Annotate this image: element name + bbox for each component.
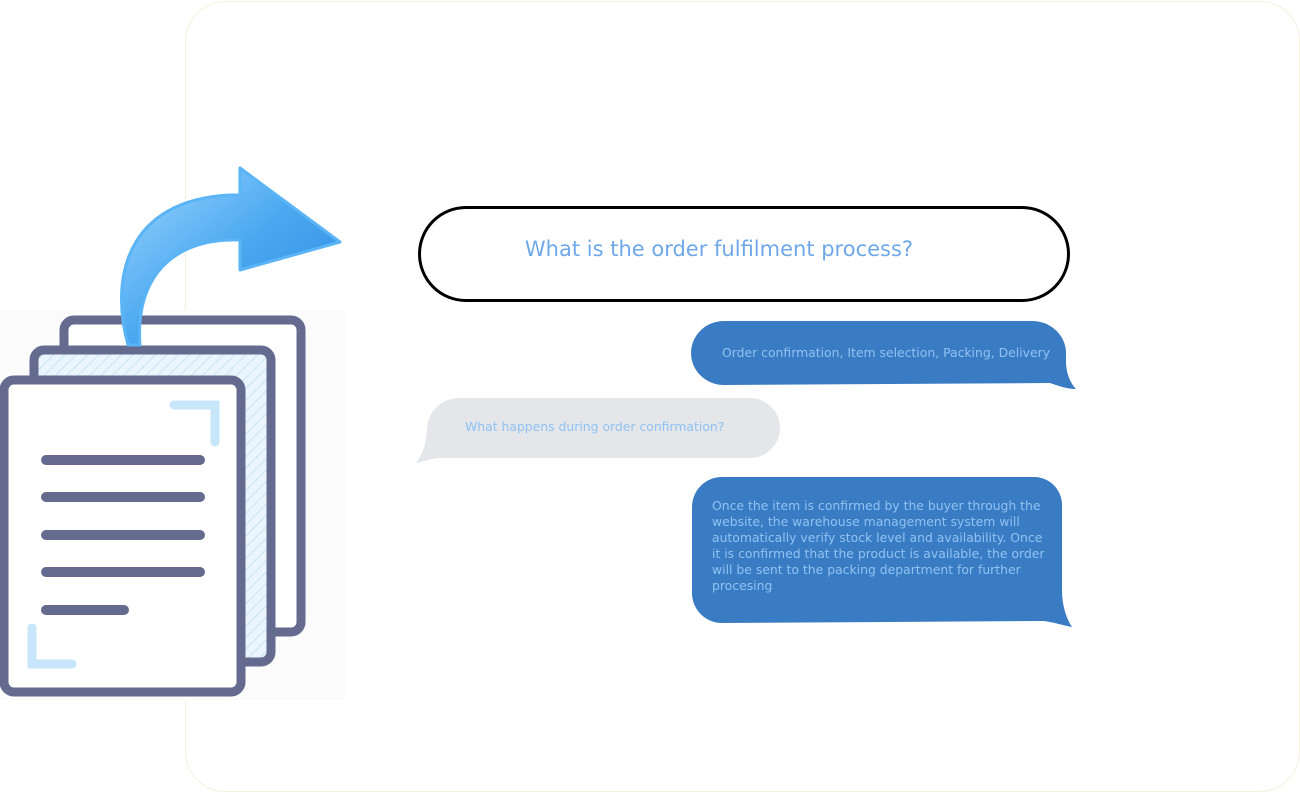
canvas-frame bbox=[185, 1, 1300, 792]
question-2-text: What happens during order confirmation? bbox=[465, 419, 725, 434]
documents-icon bbox=[0, 166, 345, 700]
question-title: What is the order fulfilment process? bbox=[524, 237, 914, 261]
answer-1-text: Order confirmation, Item selection, Pack… bbox=[722, 345, 1051, 360]
question-title-box: What is the order fulfilment process? bbox=[418, 206, 1070, 302]
curved-arrow-icon bbox=[120, 166, 342, 347]
answer-3-text: Once the item is confirmed by the buyer … bbox=[712, 498, 1045, 593]
